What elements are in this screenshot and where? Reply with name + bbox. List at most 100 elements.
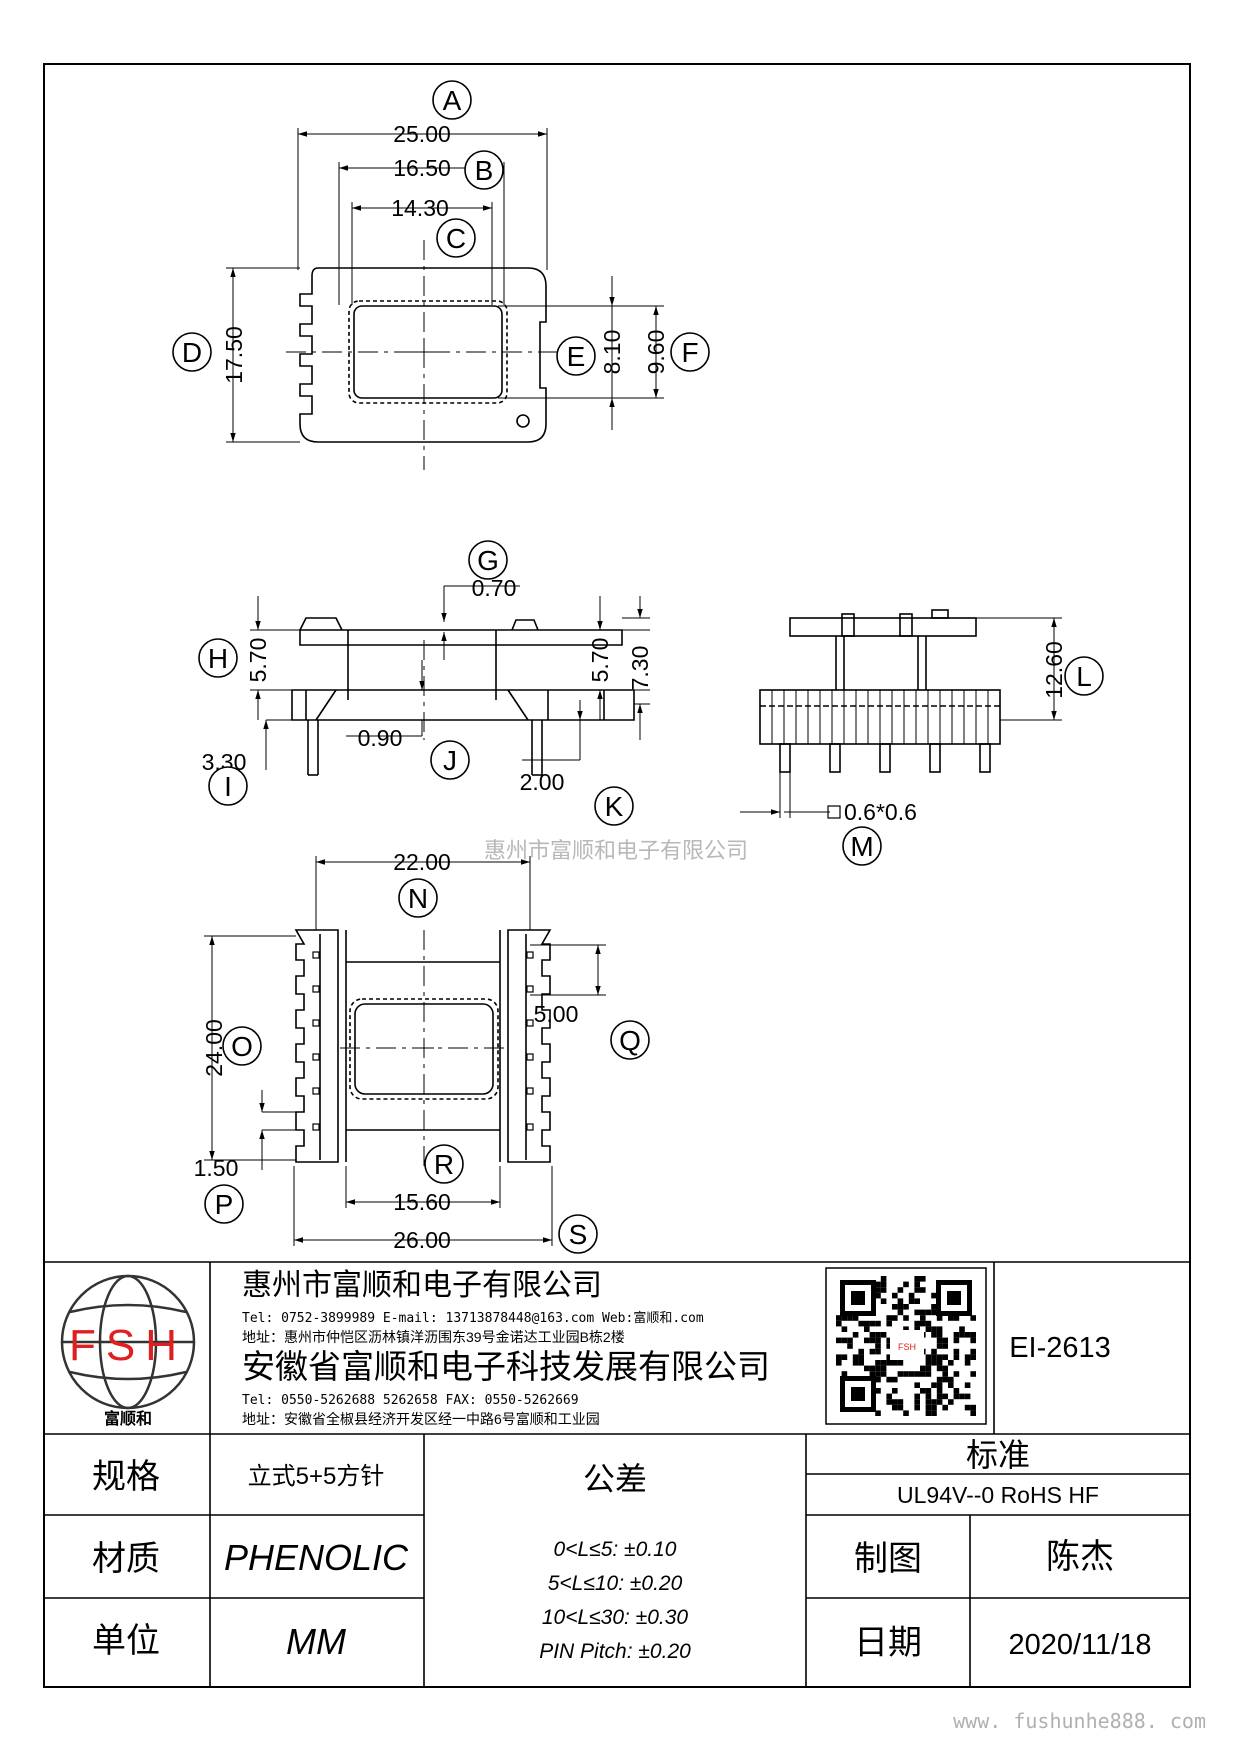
- svg-text:K: K: [605, 791, 624, 822]
- spec-table: 规格 立式5+5方针 材质 PHENOLIC 单位 MM 公差 0<L≤5: ±…: [92, 1437, 1152, 1663]
- globe-icon: [60, 1274, 196, 1410]
- qr-module: [869, 1348, 876, 1355]
- qr-module: [925, 1320, 932, 1327]
- qr-module: [942, 1393, 948, 1400]
- svg-text:J: J: [443, 745, 457, 776]
- qr-module: [914, 1276, 920, 1282]
- balloon-f: F: [670, 332, 710, 372]
- bottom-view-pins: [312, 951, 534, 1131]
- qr-module: [914, 1404, 920, 1411]
- qr-module: [841, 1337, 848, 1344]
- dim-r-value: 15.60: [393, 1189, 451, 1215]
- balloon-d: D: [172, 332, 212, 372]
- qr-module: [864, 1365, 870, 1372]
- qr-module: [869, 1337, 876, 1344]
- dim-s-value: 26.00: [393, 1227, 451, 1253]
- qr-module: [953, 1315, 960, 1321]
- qr-module: [920, 1287, 926, 1293]
- front-view-pins: [779, 743, 991, 773]
- qr-module: [880, 1371, 887, 1377]
- pin: [779, 743, 791, 773]
- qr-module: [931, 1348, 937, 1355]
- pin-hole: [312, 1053, 320, 1061]
- qr-module: [948, 1399, 954, 1405]
- qr-module: [892, 1292, 898, 1299]
- qr-module: [875, 1292, 881, 1299]
- company2-tel: Tel: 0550-5262688 5262658 FAX: 0550-5262…: [242, 1393, 579, 1408]
- qr-module: [908, 1292, 915, 1299]
- qr-module: [914, 1309, 920, 1316]
- drawn-by-label: 制图: [854, 1540, 922, 1578]
- qr-module: [903, 1304, 909, 1310]
- qr-module: [925, 1410, 932, 1416]
- qr-module: [970, 1371, 976, 1377]
- qr-module: [886, 1376, 892, 1383]
- qr-module: [931, 1410, 937, 1416]
- qr-module: [920, 1371, 926, 1377]
- dim-q-value: 5.00: [534, 1001, 579, 1027]
- qr-module: [886, 1393, 892, 1400]
- qr-module: [931, 1360, 937, 1366]
- qr-module: [903, 1371, 909, 1377]
- qr-module: [864, 1326, 870, 1332]
- qr-module: [836, 1360, 842, 1366]
- qr-module: [936, 1399, 943, 1405]
- balloon-k: K: [594, 786, 634, 826]
- qr-module: [903, 1410, 909, 1416]
- company2-name: 安徽省富顺和电子科技发展有限公司: [242, 1348, 770, 1385]
- dimension-balloons: A B C D E F G H I J K L M N O P Q R S: [172, 80, 1104, 1254]
- company1-address: 地址：惠州市仲恺区沥林镇洋沥围东39号金诺达工业园B栋2楼: [242, 1329, 625, 1345]
- qr-module: [864, 1320, 870, 1327]
- date-label: 日期: [854, 1624, 922, 1662]
- pin-hole: [312, 1019, 320, 1027]
- svg-text:N: N: [408, 883, 428, 914]
- front-view: [740, 609, 1062, 819]
- qr-module: [914, 1281, 920, 1288]
- tolerance-line-4: PIN Pitch: ±0.20: [539, 1640, 691, 1663]
- qr-module: [936, 1354, 943, 1360]
- material-label: 材质: [92, 1540, 160, 1578]
- qr-module: [880, 1276, 887, 1282]
- dim-f-value: 9.60: [643, 330, 669, 375]
- pin-hole: [526, 1019, 534, 1027]
- logo-letters: FSH: [69, 1321, 187, 1370]
- dim-p-value: 1.50: [194, 1155, 239, 1181]
- qr-module: [964, 1393, 971, 1400]
- dim-a-value: 25.00: [393, 121, 451, 147]
- qr-module: [886, 1337, 892, 1344]
- qr-module: [953, 1337, 960, 1344]
- qr-module: [914, 1371, 920, 1377]
- qr-module: [875, 1343, 881, 1349]
- qr-module: [836, 1354, 842, 1360]
- svg-text:Q: Q: [619, 1025, 641, 1056]
- qr-module: [875, 1332, 881, 1338]
- qr-module: [964, 1360, 971, 1366]
- qr-module: [936, 1326, 943, 1332]
- qr-module: [875, 1376, 881, 1383]
- qr-module: [892, 1404, 898, 1411]
- qr-module: [925, 1371, 932, 1377]
- qr-module: [897, 1399, 904, 1405]
- qr-module: [959, 1326, 965, 1332]
- qr-module: [931, 1382, 937, 1388]
- qr-module: [931, 1309, 937, 1316]
- qr-module: [936, 1315, 943, 1321]
- qr-module: [959, 1332, 965, 1338]
- unit-label: 单位: [92, 1622, 160, 1660]
- pin-hole: [312, 1123, 320, 1131]
- balloon-s: S: [558, 1214, 598, 1254]
- qr-module: [959, 1393, 965, 1400]
- qr-module: [964, 1382, 971, 1388]
- qr-module: [852, 1360, 859, 1366]
- pin-hole: [526, 951, 534, 959]
- svg-text:O: O: [231, 1031, 253, 1062]
- qr-module: [914, 1393, 920, 1400]
- spec-value: 立式5+5方针: [248, 1463, 385, 1490]
- qr-module: [936, 1360, 943, 1366]
- balloon-j: J: [430, 740, 470, 780]
- qr-module: [931, 1399, 937, 1405]
- qr-module: [892, 1304, 898, 1310]
- qr-module: [880, 1298, 887, 1304]
- qr-module: [925, 1360, 932, 1366]
- qr-module: [942, 1354, 948, 1360]
